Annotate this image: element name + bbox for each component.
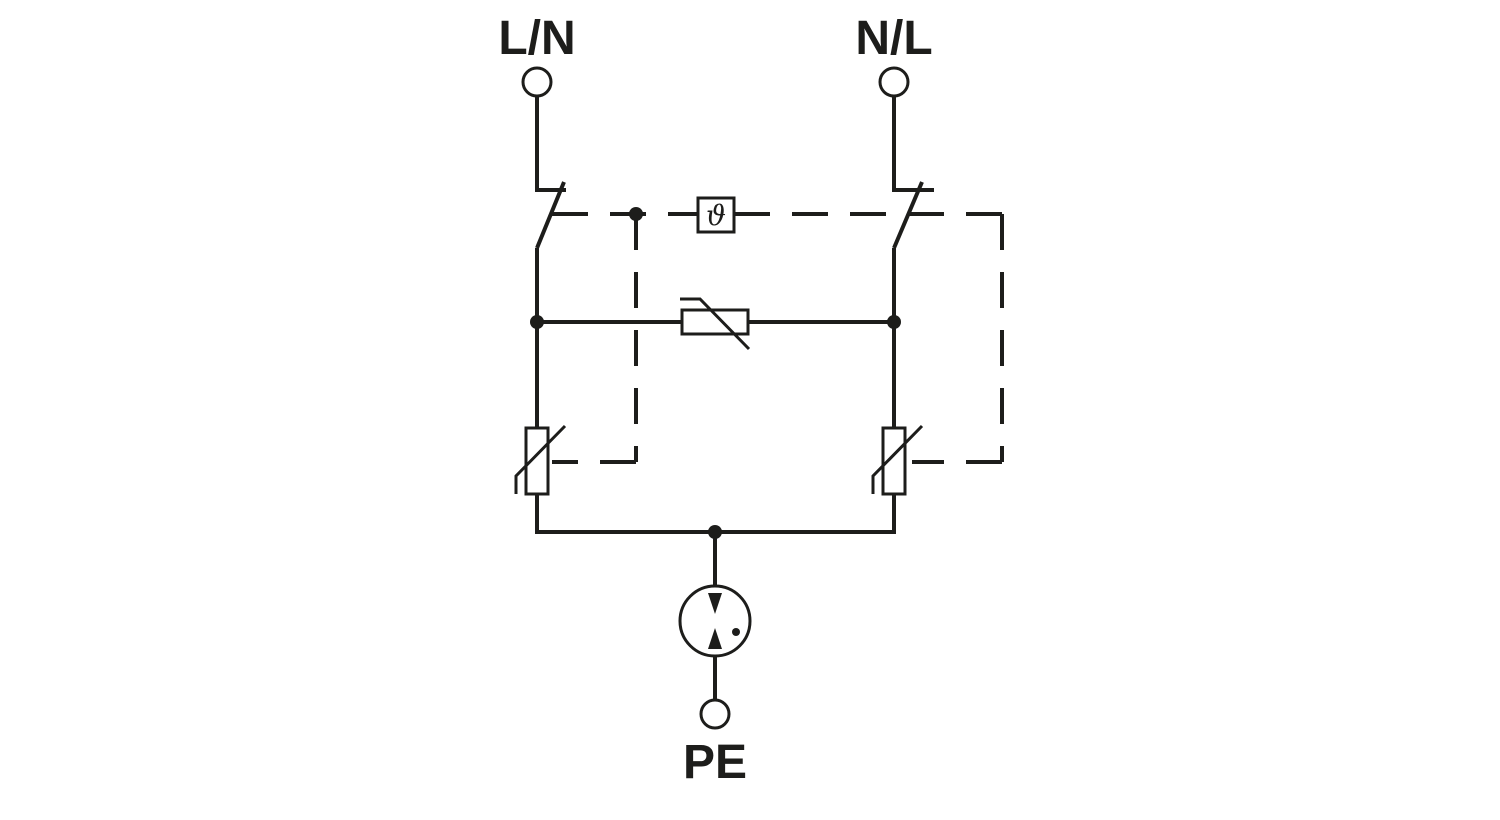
thermal-disconnect-icon: ϑ <box>696 196 736 234</box>
switch-contact-icon-left <box>535 96 566 322</box>
label-left-terminal: L/N <box>498 12 575 65</box>
terminal-circle-icon-right <box>878 66 910 98</box>
varistor-icon-right <box>871 424 924 496</box>
thermal-symbol: ϑ <box>706 199 726 232</box>
label-right-terminal: N/L <box>855 12 932 65</box>
terminal-circle-icon-left <box>521 66 553 98</box>
terminal-circle-icon-pe <box>699 698 731 730</box>
junction-dot-linkage <box>629 207 643 221</box>
label-earth-terminal: PE <box>683 736 747 789</box>
gas-discharge-tube-icon <box>678 584 752 658</box>
mechanical-linkage <box>552 212 1004 464</box>
switch-contact-icon-right <box>892 96 934 322</box>
varistor-icon-horizontal <box>680 297 751 351</box>
varistor-icon-left <box>514 424 567 496</box>
